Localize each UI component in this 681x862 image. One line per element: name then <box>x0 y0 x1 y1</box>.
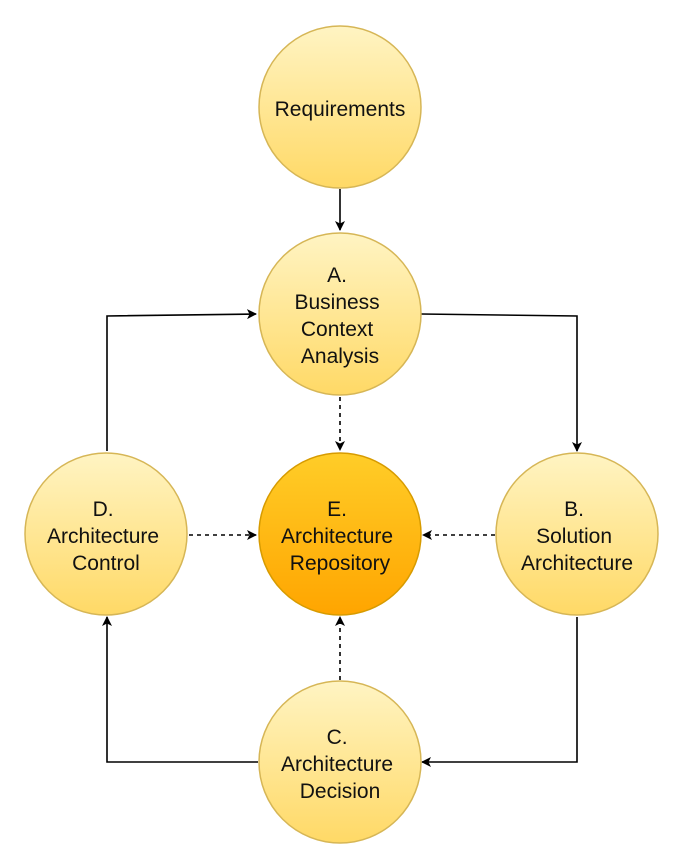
node-business-context-analysis: A. Business Context Analysis <box>258 232 422 396</box>
node-business-label: A. Business Context Analysis <box>294 264 385 368</box>
edges <box>102 189 582 767</box>
edge-control-to-business <box>106 309 257 451</box>
node-requirements-label: Requirements <box>275 98 406 121</box>
edge-solution-to-decision <box>421 617 578 767</box>
node-solution-architecture: B. Solution Architecture <box>495 452 659 616</box>
node-repository-label: E. Architecture Repository <box>281 498 399 575</box>
edge-decision-to-control <box>102 616 258 763</box>
node-control-label: D. Architecture Control <box>47 498 165 575</box>
node-decision-label: C. Architecture Decision <box>281 726 399 803</box>
node-requirements: Requirements <box>258 25 422 189</box>
edge-business-to-solution <box>420 313 582 452</box>
node-architecture-repository: E. Architecture Repository <box>258 452 422 616</box>
node-architecture-decision: C. Architecture Decision <box>258 680 422 844</box>
node-architecture-control: D. Architecture Control <box>24 452 188 616</box>
node-solution-label: B. Solution Architecture <box>521 498 633 575</box>
